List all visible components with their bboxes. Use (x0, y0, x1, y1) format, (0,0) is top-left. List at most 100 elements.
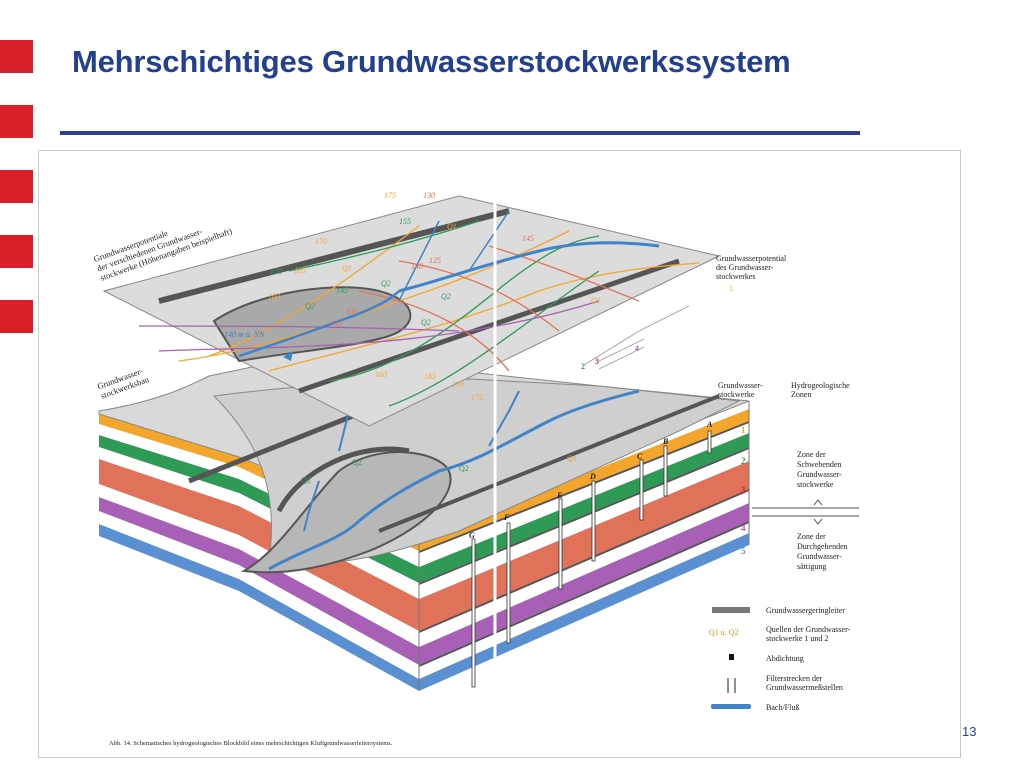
svg-text:Grundwasserpotential: Grundwasserpotential (716, 254, 787, 263)
page-number: 13 (962, 724, 977, 739)
accent-bar-5 (0, 300, 33, 333)
spring-label: Q2 (459, 464, 469, 473)
contour-label: Q1 (591, 296, 601, 305)
potential-number-1: 1 (729, 284, 733, 293)
contour-label: 175 (471, 393, 483, 402)
layer-4-purple (99, 497, 419, 665)
svg-text:Grundwasser-: Grundwasser- (718, 381, 763, 390)
contour-label: 165 (424, 372, 436, 381)
well-letter: F (503, 513, 510, 522)
well-letters: A B C D E F G (469, 420, 713, 540)
layer-white-a (99, 511, 419, 679)
contour-label: Q1 (447, 222, 457, 231)
spring-label: Q1 (567, 454, 577, 463)
layer-5-blue (99, 524, 419, 691)
contour-label: 145 (336, 286, 348, 295)
contour-label: 160 (268, 292, 280, 301)
potential-panel (102, 195, 721, 427)
well-D (591, 480, 596, 562)
spring-label: Q2 (301, 476, 311, 485)
legend-aquitard: Grundwassergeringleiter (766, 606, 845, 615)
contour-label: 130 (423, 191, 435, 200)
block-label: Grundwasser- stockwerksbau (96, 366, 151, 401)
zone-upper: Zone der Schwebenden Grundwasser- stockw… (797, 450, 842, 489)
spring-label: Q2 (352, 458, 362, 467)
title-underline (60, 131, 860, 135)
hydrogeology-block-diagram: Q1 Q2 Q2 Q2 Q1 175 (92, 191, 859, 747)
legend-filter-line2: Grundwassermeßstellen (766, 683, 843, 692)
contour-label: Q2 (421, 318, 431, 327)
svg-text:des Grundwasser-: des Grundwasser- (716, 263, 774, 272)
layer-number-5: 5 (741, 546, 746, 556)
contour-label: Q2 (441, 292, 451, 301)
contour-label: 150 (270, 267, 282, 276)
well-letter: C (637, 452, 643, 461)
layer-3-red (99, 459, 419, 631)
accent-bar-3 (0, 170, 33, 203)
svg-text:Schwebenden: Schwebenden (797, 460, 841, 469)
well-letter: E (556, 491, 562, 500)
layer-numbers: 1 2 3 4 5 (741, 425, 746, 556)
svg-text:Hydrogeologische: Hydrogeologische (791, 381, 850, 390)
svg-text:Zone der: Zone der (797, 532, 826, 541)
well-B (663, 445, 668, 497)
accent-bar-2 (0, 105, 33, 138)
contour-label: Q2 (305, 302, 315, 311)
legend-filter-line1: Filterstrecken der (766, 674, 823, 683)
layer-white-d (99, 424, 419, 567)
contour-label: 130 (346, 307, 358, 316)
svg-text:stockwerke: stockwerke (718, 390, 755, 399)
well-C (639, 459, 644, 521)
contour-label: 125 (429, 256, 441, 265)
accent-bar-1 (0, 40, 33, 73)
accent-bar-4 (0, 235, 33, 268)
figure-frame: Q1 Q2 Q2 Q2 Q1 175 (38, 150, 961, 758)
seal-symbol (729, 654, 734, 660)
layer-number-3: 3 (741, 485, 746, 495)
contour-label: 160 (375, 370, 387, 379)
legend-springs-symbol: Q1 u. Q2 (709, 628, 739, 637)
well-letter: D (589, 472, 596, 481)
stream-symbol (711, 704, 751, 709)
contour-label: Q2 (381, 279, 391, 288)
svg-text:stockwerke: stockwerke (797, 480, 834, 489)
contour-label: 140 (411, 262, 423, 271)
contour-label: 165 (294, 266, 306, 275)
legend-springs-line1: Quellen der Grundwasser- (766, 625, 851, 634)
layer-white-b (99, 484, 419, 647)
block-strata (99, 414, 419, 691)
right-headers: Grundwasser- stockwerke Hydrogeologische… (718, 381, 850, 399)
contour-label: 175 (384, 191, 396, 200)
contour-label: 170 (452, 380, 464, 389)
layer-number-2: 2 (741, 456, 746, 466)
contour-label: 155 (399, 217, 411, 226)
layer-number-1: 1 (741, 425, 746, 435)
potential-number-3: 3 (595, 357, 599, 366)
contour-labels: 175 130 155 Q1 145 170 125 165 140 150 Q… (224, 191, 601, 402)
svg-text:stockwerkes: stockwerkes (716, 272, 756, 281)
svg-text:sättigung: sättigung (797, 562, 826, 571)
aquitard-symbol (712, 607, 750, 613)
legend-springs-line2: stockwerke 1 und 2 (766, 634, 828, 643)
well-F (506, 522, 511, 644)
figure-caption: Abb. 14. Schematisches hydrogeologisches… (109, 740, 393, 747)
well-G (471, 538, 476, 688)
layer-2-green (99, 435, 419, 583)
potential-number-2: 2 (581, 362, 585, 371)
contour-label: 140 m ü. NN (224, 330, 265, 339)
contour-label: 135 (330, 319, 342, 328)
contour-label: Q1 (342, 264, 352, 273)
block-top-surface (98, 350, 750, 574)
contour-label: 145 (522, 234, 534, 243)
svg-text:Zonen: Zonen (791, 390, 811, 399)
slide-title: Mehrschichtiges Grundwasserstockwerkssys… (72, 44, 791, 79)
svg-text:Grundwasser-: Grundwasser- (797, 470, 842, 479)
svg-text:Durchgehenden: Durchgehenden (797, 542, 848, 551)
well-letter: B (662, 437, 669, 446)
well-letter: A (706, 420, 713, 429)
well-E (558, 498, 563, 590)
zone-divider (752, 499, 859, 525)
filter-symbol (727, 678, 736, 693)
layer-1-orange (99, 414, 419, 551)
wells (471, 430, 712, 688)
